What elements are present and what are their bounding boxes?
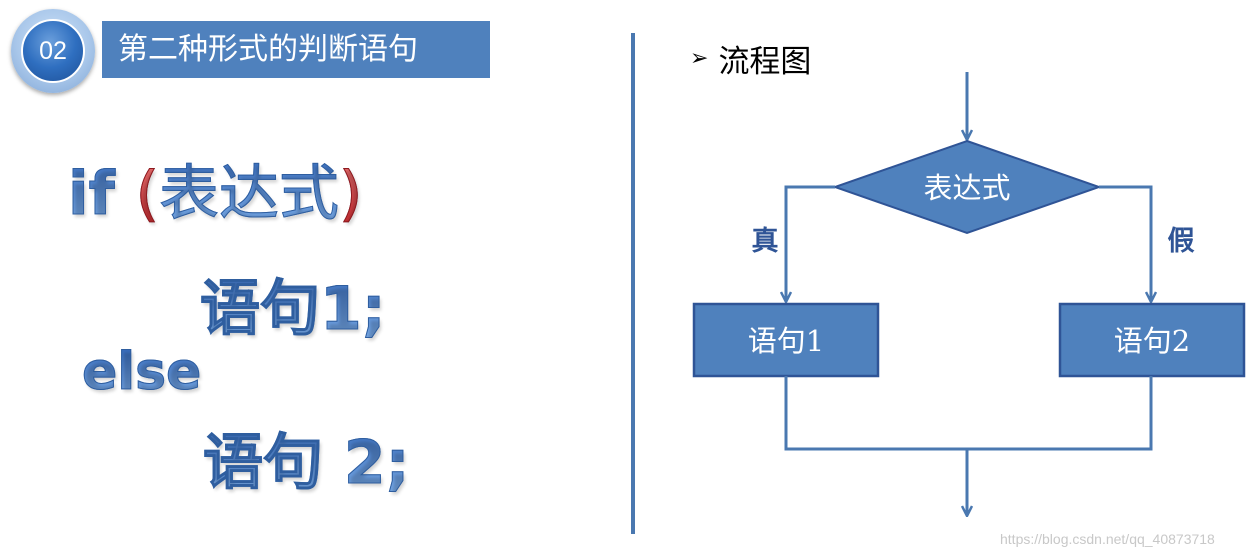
- condition-expression: 表达式: [158, 159, 339, 230]
- open-paren: (: [135, 159, 159, 230]
- decision-label: 表达式: [923, 171, 1010, 205]
- keyword-else: else: [81, 342, 202, 403]
- false-branch-line: [1099, 185, 1151, 301]
- vertical-divider: [631, 33, 635, 534]
- statement1-box: [692, 302, 880, 378]
- flowchart-title: 流程图: [718, 44, 812, 80]
- section-number-badge: 02: [11, 9, 95, 93]
- keyword-if: if: [68, 159, 116, 230]
- close-paren: ): [338, 159, 363, 230]
- flowchart-heading: ➢ 流程图: [690, 36, 811, 81]
- section-number: 02: [21, 19, 85, 83]
- decision-diamond: [831, 139, 1103, 235]
- statement2-box: [1058, 302, 1246, 378]
- section-title: 第二种形式的判断语句: [102, 21, 490, 78]
- true-branch-line: [786, 185, 835, 301]
- true-label: 真: [752, 226, 779, 257]
- bullet-arrow-icon: ➢: [690, 46, 709, 71]
- false-label: 假: [1168, 226, 1195, 257]
- watermark: https://blog.csdn.net/qq_40873718: [1000, 531, 1215, 547]
- merge-line: [784, 376, 1153, 451]
- code-line-if: if (表达式): [68, 145, 363, 232]
- statement1-box-label: 语句1: [748, 324, 824, 358]
- code-statement2: 语句 2;: [203, 414, 411, 501]
- statement2-box-label: 语句2: [1114, 324, 1190, 358]
- code-statement1: 语句1;: [200, 260, 387, 347]
